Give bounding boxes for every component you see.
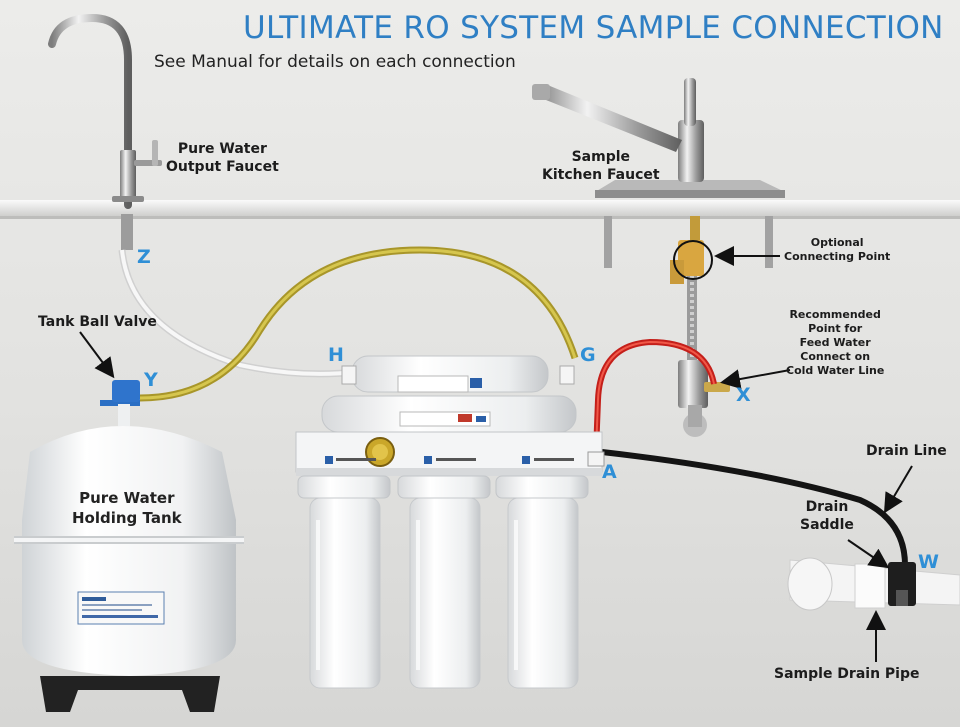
label-optional-point: Optional Connecting Point xyxy=(784,236,891,263)
diagram-title: ULTIMATE RO SYSTEM SAMPLE CONNECTION xyxy=(243,10,944,46)
arrow-drain-saddle xyxy=(847,539,890,569)
arrow-tank-ball-valve xyxy=(79,331,115,379)
point-y: Y xyxy=(144,369,158,391)
point-w: W xyxy=(918,551,939,573)
feed-water-valve xyxy=(678,360,730,437)
label-holding-tank: Pure Water Holding Tank xyxy=(72,489,182,527)
point-h: H xyxy=(328,344,344,366)
label-tank-ball-valve: Tank Ball Valve xyxy=(38,314,157,330)
kitchen-faucet xyxy=(532,78,785,360)
pure-water-faucet xyxy=(48,13,162,250)
label-feed-point: Recommended Point for Feed Water Connect… xyxy=(786,308,885,377)
holding-tank xyxy=(14,380,244,712)
black-tube-drain xyxy=(601,449,908,566)
arrow-drain-line xyxy=(883,465,913,514)
diagram-subtitle: See Manual for details on each connectio… xyxy=(154,52,516,72)
label-drain-line: Drain Line xyxy=(866,443,947,459)
point-a: A xyxy=(602,461,617,483)
countertop xyxy=(0,200,960,216)
point-z: Z xyxy=(137,246,151,268)
label-drain-pipe: Sample Drain Pipe xyxy=(774,666,920,682)
label-pure-water-faucet: Pure Water Output Faucet xyxy=(166,141,279,175)
arrow-feed-point xyxy=(720,369,791,389)
ro-filter-unit xyxy=(295,355,605,689)
drain-pipe xyxy=(787,557,960,611)
label-kitchen-faucet: Sample Kitchen Faucet xyxy=(542,149,660,183)
point-x: X xyxy=(736,384,751,406)
label-drain-saddle: Drain Saddle xyxy=(800,499,854,533)
point-g: G xyxy=(580,344,596,366)
